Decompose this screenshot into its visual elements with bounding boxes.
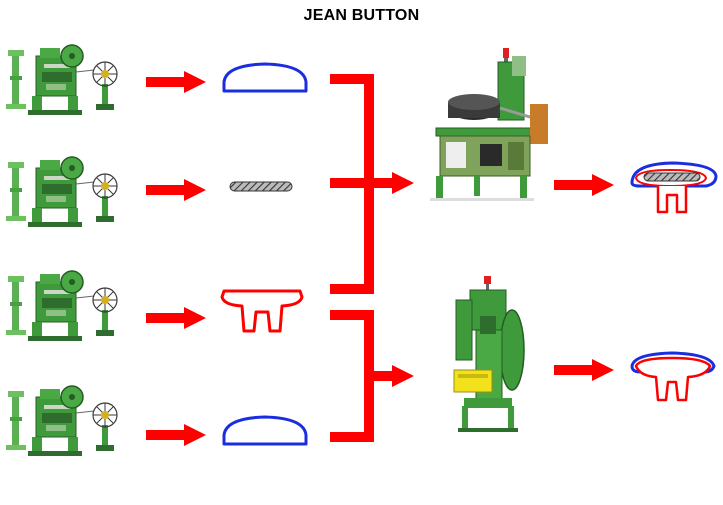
arrow-output-2 xyxy=(554,359,614,381)
t-post-icon xyxy=(220,289,304,333)
merge-bracket-upper xyxy=(330,74,414,294)
dome-cap-icon xyxy=(222,62,308,93)
press-machine-row-3 xyxy=(5,270,118,342)
arrow-row-4 xyxy=(146,424,206,446)
hatched-washer-icon xyxy=(229,181,293,192)
arrow-row-2 xyxy=(146,179,206,201)
assembled-button-icon xyxy=(630,161,718,214)
press-machine-row-4 xyxy=(5,385,118,457)
arrow-output-1 xyxy=(554,174,614,196)
press-machine-row-1 xyxy=(5,44,118,116)
diagram-title: JEAN BUTTON xyxy=(303,7,420,24)
arrow-row-1 xyxy=(146,71,206,93)
press-machine-row-2 xyxy=(5,156,118,228)
assembled-button-icon xyxy=(630,351,716,402)
dome-cap-icon xyxy=(222,415,308,446)
merge-bracket-lower xyxy=(330,310,414,442)
arrow-row-3 xyxy=(146,307,206,329)
riveting-press-icon xyxy=(453,276,525,432)
auto-assembly-machine-icon xyxy=(430,48,548,201)
